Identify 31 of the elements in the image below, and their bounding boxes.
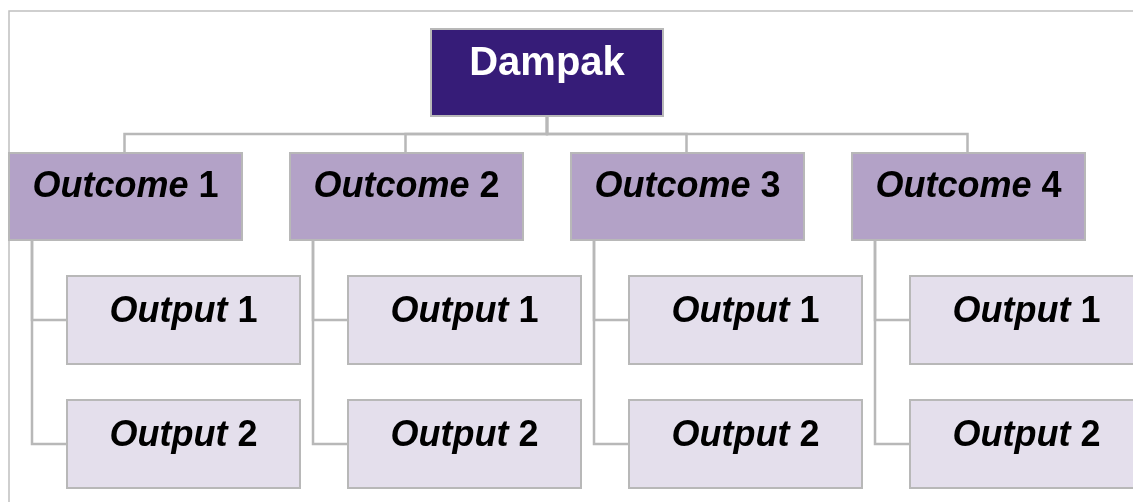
output-box — [909, 399, 1133, 489]
outcome-box — [570, 152, 805, 241]
outcome-box — [8, 152, 243, 241]
connector-line — [30, 241, 66, 446]
box-label: Dampak — [469, 38, 625, 84]
output-box — [909, 275, 1133, 365]
connector-line — [592, 241, 628, 446]
output-box — [347, 275, 582, 365]
outcome-box — [851, 152, 1086, 241]
box-label: Outcome 2 — [313, 164, 500, 206]
box-label: Output 2 — [390, 413, 539, 455]
box-label: Output 2 — [952, 413, 1101, 455]
box-label: Output 1 — [952, 289, 1101, 331]
box-label: Output 2 — [671, 413, 820, 455]
box-label: Output 1 — [109, 289, 258, 331]
output-box — [628, 275, 863, 365]
box-label: Output 1 — [390, 289, 539, 331]
connector-line — [545, 117, 969, 152]
box-label: Output 1 — [671, 289, 820, 331]
output-box — [628, 399, 863, 489]
outcome-box — [289, 152, 524, 241]
goal-box — [430, 28, 664, 117]
box-label: Output 2 — [109, 413, 258, 455]
box-label: Outcome 3 — [594, 164, 781, 206]
output-box — [66, 275, 301, 365]
box-label: Outcome 4 — [875, 164, 1062, 206]
connector-line — [873, 241, 909, 446]
box-label: Outcome 1 — [32, 164, 219, 206]
output-box — [347, 399, 582, 489]
output-box — [66, 399, 301, 489]
connector-line — [311, 241, 347, 446]
